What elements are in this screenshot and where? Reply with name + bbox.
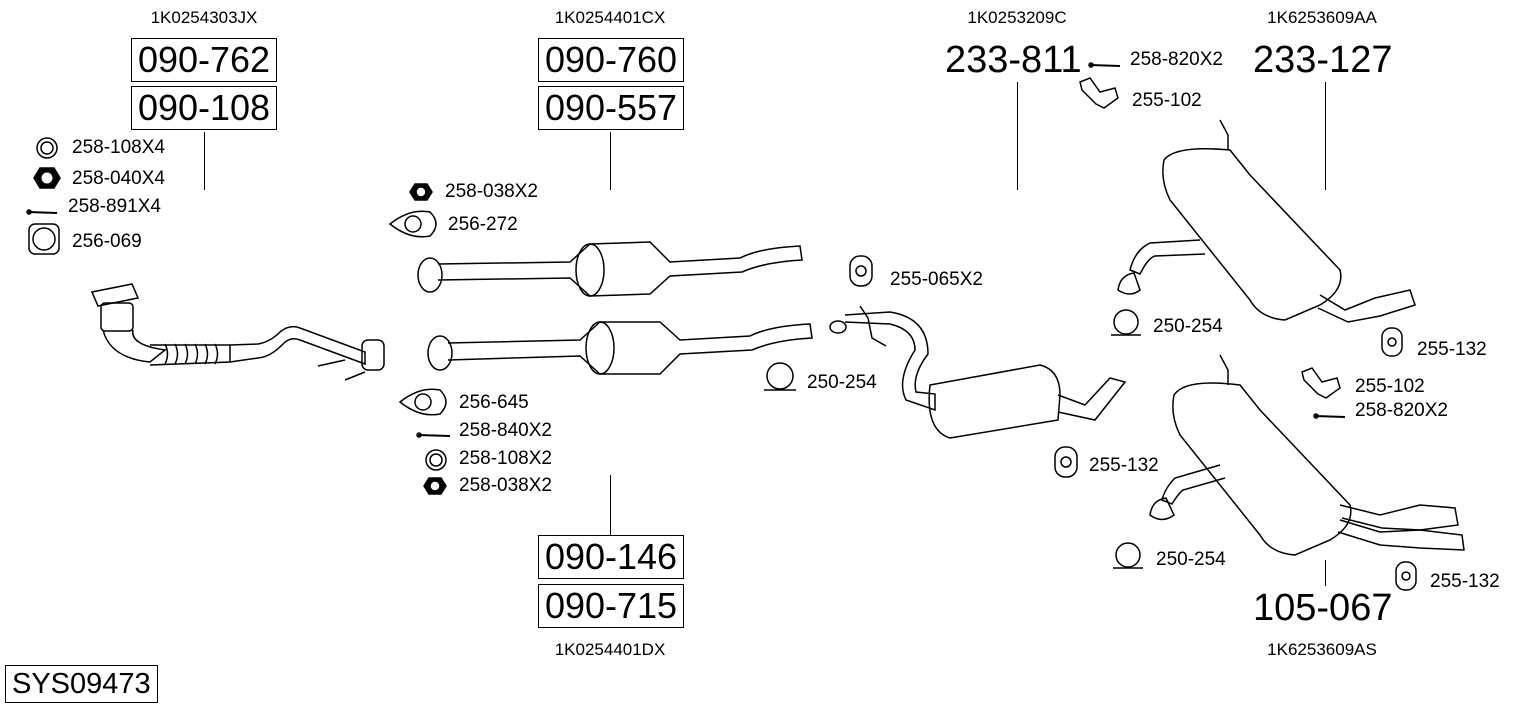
fitting-label[interactable]: 256-272	[448, 214, 518, 235]
rubber-hanger-icon	[849, 255, 873, 287]
part-number[interactable]: 233-811	[945, 39, 1082, 81]
fitting-label[interactable]: 255-132	[1417, 339, 1487, 360]
fitting-label[interactable]: 255-065X2	[890, 269, 983, 290]
fitting-label[interactable]: 255-102	[1132, 90, 1202, 111]
centre-silencer-drawing	[829, 305, 1127, 439]
rear-silencer-lower-drawing	[1149, 354, 1465, 556]
leader-line	[610, 475, 611, 535]
catalyst-upper-drawing	[417, 241, 803, 297]
nut-icon	[409, 183, 433, 201]
leader-line	[610, 132, 611, 190]
oem-number: 1K6253609AA	[1267, 8, 1377, 27]
washer-icon	[36, 137, 58, 159]
fitting-label[interactable]: 250-254	[807, 372, 877, 393]
fitting-label[interactable]: 258-820X2	[1355, 400, 1448, 421]
oem-number: 1K6253609AS	[1267, 640, 1377, 659]
bolt-icon	[416, 432, 451, 438]
washer-icon	[425, 449, 447, 471]
fitting-label[interactable]: 258-108X4	[72, 137, 165, 158]
fitting-label[interactable]: 258-820X2	[1130, 49, 1223, 70]
part-number-box[interactable]: 090-557	[538, 86, 684, 130]
bolt-icon	[1313, 413, 1346, 419]
rubber-hanger-icon	[1381, 327, 1403, 357]
clamp-icon	[1111, 309, 1141, 336]
fitting-label[interactable]: 256-069	[72, 231, 142, 252]
part-number[interactable]: 233-127	[1253, 39, 1393, 81]
front-pipe-drawing	[90, 283, 385, 381]
fitting-label[interactable]: 258-038X2	[459, 475, 552, 496]
gasket-icon	[28, 223, 60, 255]
part-number-box[interactable]: 090-715	[538, 584, 684, 628]
fitting-label[interactable]: 258-840X2	[459, 420, 552, 441]
gasket-icon	[398, 388, 447, 416]
oem-number: 1K0254401DX	[554, 640, 666, 659]
rubber-hanger-icon	[1054, 446, 1078, 478]
rubber-hanger-icon	[1395, 561, 1417, 591]
bolt-icon	[1088, 62, 1121, 68]
part-number-box[interactable]: 090-760	[538, 38, 684, 82]
oem-number: 1K0254401CX	[554, 8, 666, 27]
fitting-label[interactable]: 258-108X2	[459, 448, 552, 469]
gasket-icon	[388, 210, 437, 238]
clamp-icon	[764, 362, 796, 391]
fitting-label[interactable]: 255-132	[1089, 455, 1159, 476]
clamp-icon	[1113, 542, 1143, 569]
oem-number: 1K0253209C	[967, 8, 1067, 27]
part-number-box[interactable]: 090-108	[131, 86, 277, 130]
fitting-label[interactable]: 258-891X4	[68, 196, 161, 217]
fitting-label[interactable]: 258-040X4	[72, 168, 165, 189]
bolt-icon	[26, 209, 58, 215]
fitting-label[interactable]: 256-645	[459, 392, 529, 413]
fitting-label[interactable]: 258-038X2	[445, 181, 538, 202]
leader-line	[204, 132, 205, 190]
leader-line	[1325, 82, 1326, 190]
part-number-box[interactable]: 090-146	[538, 535, 684, 579]
bracket-icon	[1079, 77, 1119, 109]
oem-number: 1K0254303JX	[150, 8, 258, 27]
system-id-box: SYS09473	[5, 665, 158, 703]
leader-line	[1325, 560, 1326, 586]
fitting-label[interactable]: 250-254	[1153, 316, 1223, 337]
leader-line	[1017, 82, 1018, 190]
fitting-label[interactable]: 255-102	[1355, 376, 1425, 397]
part-number[interactable]: 105-067	[1253, 587, 1393, 629]
fitting-label[interactable]: 255-132	[1430, 571, 1500, 592]
nut-icon	[33, 167, 61, 189]
rear-silencer-upper-drawing	[1117, 119, 1416, 323]
nut-icon	[423, 477, 447, 495]
fitting-label[interactable]: 250-254	[1156, 549, 1226, 570]
catalyst-lower-drawing	[427, 321, 813, 375]
part-number-box[interactable]: 090-762	[131, 38, 277, 82]
bracket-icon	[1301, 367, 1341, 399]
